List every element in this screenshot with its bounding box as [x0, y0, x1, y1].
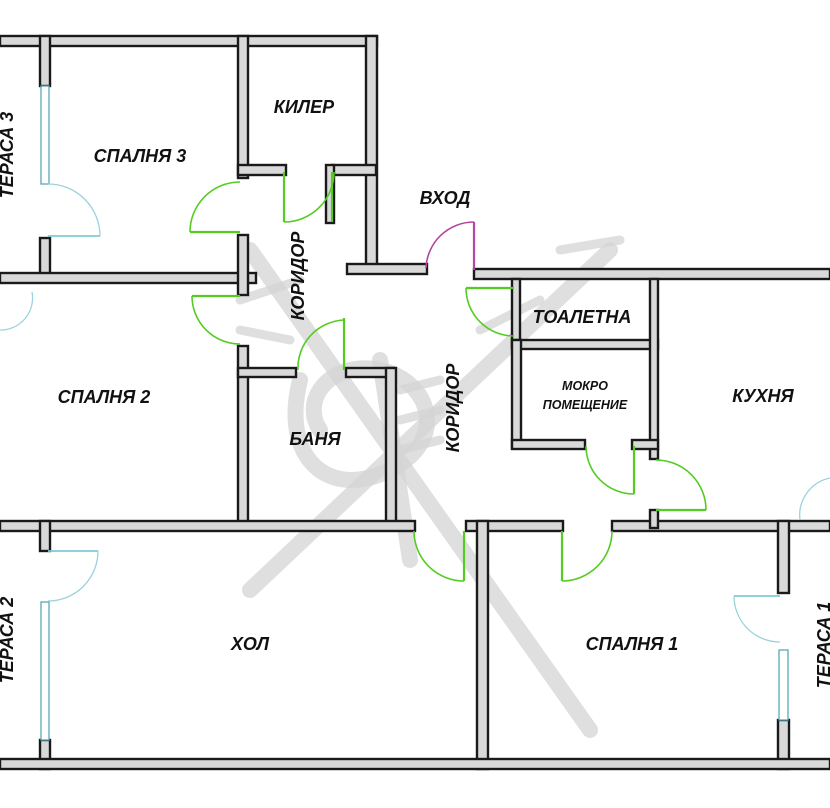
wall-mid-left	[0, 519, 417, 533]
window-terrace1	[778, 649, 789, 721]
wall-closet-bottom-right	[330, 163, 378, 177]
label-wetroom-line2: ПОМЕЩЕНИЕ	[543, 398, 628, 412]
window-terrace2	[40, 601, 50, 741]
label-bedroom1: СПАЛНЯ 1	[586, 634, 679, 654]
wall-bath-right	[384, 366, 398, 526]
bathroom-door-swing	[297, 319, 345, 371]
kitchen-door-swing	[655, 459, 707, 511]
label-wetroom-line1: МОКРО	[562, 379, 608, 393]
label-terrace2: ТЕРАСА 2	[0, 597, 17, 684]
label-kitchen: КУХНЯ	[732, 386, 794, 406]
wall-closet-right	[324, 163, 336, 225]
wall-entrance-stub	[345, 262, 429, 276]
wall-wet-bottom-right	[630, 438, 660, 451]
label-bedroom2: СПАЛНЯ 2	[58, 387, 151, 407]
walls	[0, 34, 830, 771]
label-closet: КИЛЕР	[274, 97, 335, 117]
wall-left-t2-top	[38, 519, 52, 553]
label-living-room: ХОЛ	[230, 634, 270, 654]
terrace3-door-swing	[47, 183, 101, 237]
bedroom3-door-swing	[189, 181, 241, 233]
wall-top-left	[0, 34, 379, 48]
wall-b3-right-mid	[236, 233, 250, 297]
wall-toilet-bottom	[510, 338, 660, 351]
room-labels: СПАЛНЯ 3 КИЛЕР ВХОД КОРИДОР ТЕРАСА 3 СПА…	[0, 97, 830, 688]
label-terrace3: ТЕРАСА 3	[0, 112, 17, 199]
wall-mid-center	[464, 519, 565, 533]
label-toilet: ТОАЛЕТНА	[533, 307, 632, 327]
window-terrace3	[40, 85, 50, 185]
entrance-door	[425, 221, 476, 270]
label-corridor-upper: КОРИДОР	[288, 231, 308, 321]
terrace1-door-swing	[733, 595, 781, 643]
wall-entrance-vertical	[364, 34, 379, 275]
label-terrace1: ТЕРАСА 1	[814, 602, 830, 689]
wall-bottom	[0, 757, 830, 771]
bedroom1-door-swing	[561, 530, 613, 582]
wetroom-door-swing	[585, 445, 635, 495]
wall-top-right	[472, 267, 830, 281]
wall-toilet-right	[648, 277, 660, 461]
terrace2-door-swing	[47, 550, 99, 602]
wall-t1-top	[776, 519, 791, 595]
wall-wet-bottom	[510, 438, 587, 451]
toilet-door-swing	[465, 287, 515, 337]
wall-b3-right-top	[236, 34, 250, 180]
terrace3-outside-swing	[0, 291, 34, 331]
label-corridor-lower: КОРИДОР	[443, 363, 463, 453]
wall-closet-bottom-left	[236, 163, 288, 177]
label-bedroom3: СПАЛНЯ 3	[94, 146, 187, 166]
wall-left-b3-top	[38, 34, 52, 88]
wall-wet-left	[510, 338, 523, 450]
bedroom2-door-swing	[191, 295, 241, 345]
wall-kitchen-stub	[648, 508, 660, 530]
wall-hol-b1	[475, 519, 490, 771]
label-bathroom: БАНЯ	[289, 429, 341, 449]
windows	[0, 85, 830, 741]
doors	[189, 171, 707, 582]
entrance-door-swing	[425, 221, 475, 269]
wall-b3-b2	[0, 271, 258, 285]
wall-mid-right	[610, 519, 830, 533]
label-entrance: ВХОД	[420, 188, 471, 208]
living-room-door-swing	[413, 530, 465, 582]
terrace1-outside-swing	[799, 477, 830, 521]
wall-bath-top-left	[236, 366, 298, 379]
